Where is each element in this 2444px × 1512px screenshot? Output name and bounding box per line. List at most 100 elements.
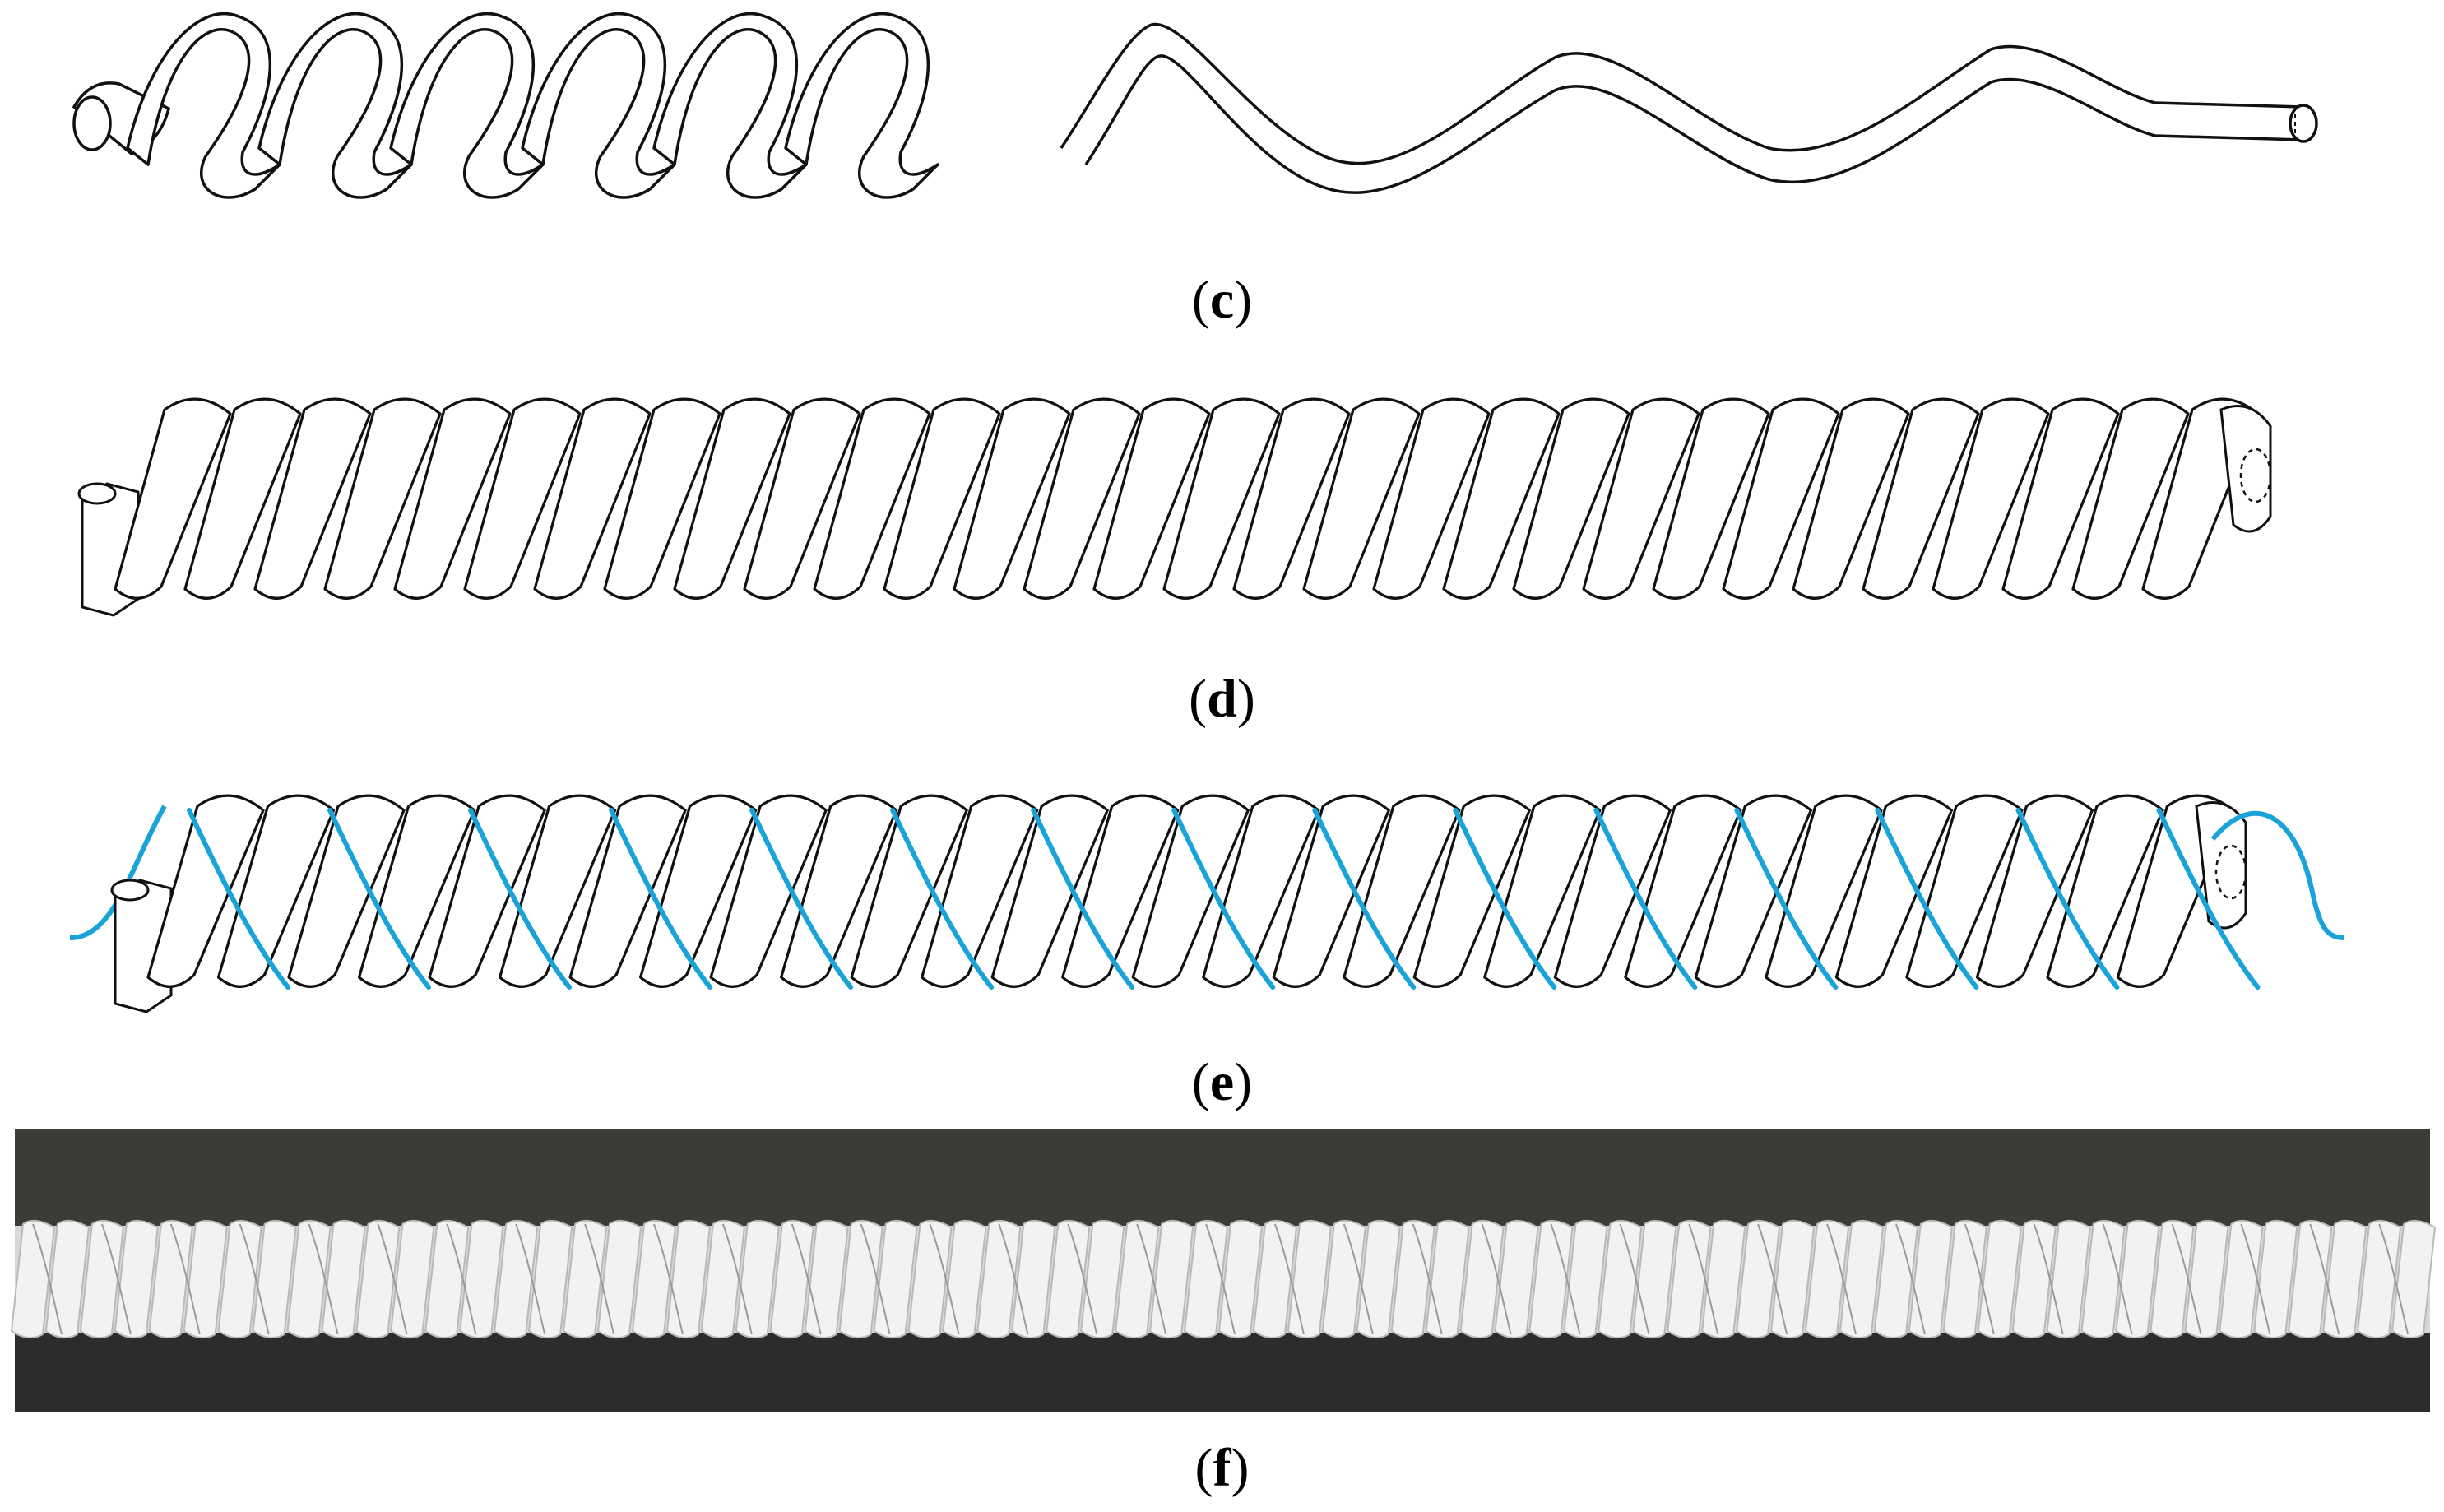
- coil-loop: [1092, 397, 1211, 600]
- caption-c-close: ): [1234, 270, 1253, 330]
- photo-wire-strand: [239, 1223, 270, 1335]
- fiber-segment: [187, 808, 290, 990]
- photo-wire-strand: [32, 1223, 63, 1335]
- photo-coil-turn: [2184, 1219, 2229, 1339]
- tube-outline-upper: [1060, 22, 2304, 165]
- photo-coil-turn: [79, 1219, 124, 1339]
- caption-e-letter: e: [1209, 1052, 1235, 1112]
- photo-coil-turn: [528, 1219, 573, 1339]
- photo-wire-strand: [2033, 1223, 2064, 1335]
- coil-end-left-opening: [110, 879, 150, 902]
- caption-d-letter: d: [1207, 669, 1237, 729]
- stretched-coil-diagram: [72, 12, 2318, 199]
- caption-f-close: ): [1231, 1438, 1250, 1498]
- photo-coil-turn: [1873, 1219, 1918, 1339]
- coil-loop: [2001, 397, 2120, 600]
- photo-coil-turn: [596, 1219, 642, 1339]
- photo-wire-strand: [1550, 1223, 1581, 1335]
- photo-coil-turn: [390, 1219, 435, 1339]
- coil-loop: [1652, 397, 1770, 600]
- fiber-segment: [1453, 808, 1557, 990]
- photo-coil-turn: [2115, 1219, 2160, 1339]
- fiber-segment: [890, 808, 995, 990]
- photo-coil-turn: [2011, 1219, 2057, 1339]
- photo-coil-turn: [1080, 1219, 1125, 1339]
- photo-coil-turn: [2219, 1219, 2264, 1339]
- photo-coil-turn: [10, 1219, 56, 1339]
- coil-loop: [1442, 397, 1561, 600]
- caption-e: (e): [0, 1055, 2444, 1110]
- coil-photograph: [10, 1129, 2437, 1412]
- photo-coil-turn: [1252, 1219, 1297, 1339]
- coil-loop: [1343, 794, 1461, 988]
- photo-coil-turn: [804, 1219, 849, 1339]
- coil-loop: [253, 397, 372, 600]
- coil-loop: [1372, 397, 1491, 600]
- photo-coil-turn: [494, 1219, 539, 1339]
- photo-wire-strand: [100, 1223, 132, 1335]
- photo-coil-turn: [1598, 1219, 1643, 1339]
- photo-coil-turn: [2150, 1219, 2195, 1339]
- photo-coil-turn: [355, 1219, 401, 1339]
- photo-coil-turn: [459, 1219, 504, 1339]
- fiber-segment: [327, 808, 432, 990]
- photo-coil-turn: [1356, 1219, 1401, 1339]
- coil-loop: [357, 794, 476, 988]
- photo-wire-strand: [860, 1223, 891, 1335]
- photo-coil-turn: [1184, 1219, 1229, 1339]
- panel-e: (e): [0, 740, 2444, 1119]
- fiber-segment: [1312, 808, 1417, 990]
- coil-loop: [1792, 397, 1910, 600]
- photo-wire-strand: [791, 1223, 822, 1335]
- coil-loop: [1722, 397, 1840, 600]
- photo-coil-turn: [1839, 1219, 1884, 1339]
- photo-coil-turn: [769, 1219, 814, 1339]
- coil-loop: [780, 794, 898, 988]
- coil-loop: [883, 397, 1001, 600]
- panel-f: (f): [0, 1119, 2444, 1512]
- photo-wire-strand: [1964, 1223, 1995, 1335]
- coil-loop: [463, 397, 582, 600]
- photo-coil-turn: [44, 1219, 90, 1339]
- caption-f: (f): [0, 1441, 2444, 1496]
- coil-loop: [1905, 794, 2024, 988]
- fiber-segment: [1593, 808, 1698, 990]
- coil-loop: [2071, 397, 2190, 600]
- coil-loop: [393, 397, 512, 600]
- photo-coil-turn: [1046, 1219, 1091, 1339]
- coil-loop: [498, 794, 617, 988]
- coil-loop: [1765, 794, 1883, 988]
- coil-loop: [921, 794, 1039, 988]
- photo-wire-strand: [1343, 1223, 1374, 1335]
- photo-coil-turn: [1011, 1219, 1056, 1339]
- coil-loop: [1512, 397, 1630, 600]
- caption-e-open: (: [1191, 1052, 1210, 1112]
- photo-wire-strand: [1826, 1223, 1857, 1335]
- caption-f-open: (: [1194, 1438, 1213, 1498]
- photo-coil-turn: [183, 1219, 228, 1339]
- photo-coil-turn: [942, 1219, 987, 1339]
- photo-wire-strand: [1894, 1223, 1926, 1335]
- coil-loop: [2046, 794, 2164, 988]
- coil-loop: [183, 397, 302, 600]
- coil-end-left-opening: [77, 482, 117, 505]
- photo-coil-turn: [2391, 1219, 2437, 1339]
- photo-wire-strand: [169, 1223, 201, 1335]
- photo-coil-turn: [700, 1219, 745, 1339]
- photo-wire-strand: [2102, 1223, 2133, 1335]
- coil-loop: [1483, 794, 1602, 988]
- coil-end-right: [2195, 801, 2247, 930]
- helix-turn: [257, 12, 413, 199]
- coil-end-right-opening: [2239, 448, 2272, 503]
- coil-loop: [1932, 397, 2050, 600]
- caption-e-close: ): [1234, 1052, 1253, 1112]
- photo-coil-turn: [2357, 1219, 2402, 1339]
- photo-wire-strand: [2171, 1223, 2202, 1335]
- photo-wire-strand: [1205, 1223, 1236, 1335]
- photo-wire-strand: [998, 1223, 1029, 1335]
- photo-wire-strand: [1688, 1223, 1719, 1335]
- tube-end-right: [2289, 104, 2318, 143]
- photo-coil-turn: [2046, 1219, 2091, 1339]
- photo-coil-turn: [1908, 1219, 1953, 1339]
- photo-coil-turn: [1425, 1219, 1470, 1339]
